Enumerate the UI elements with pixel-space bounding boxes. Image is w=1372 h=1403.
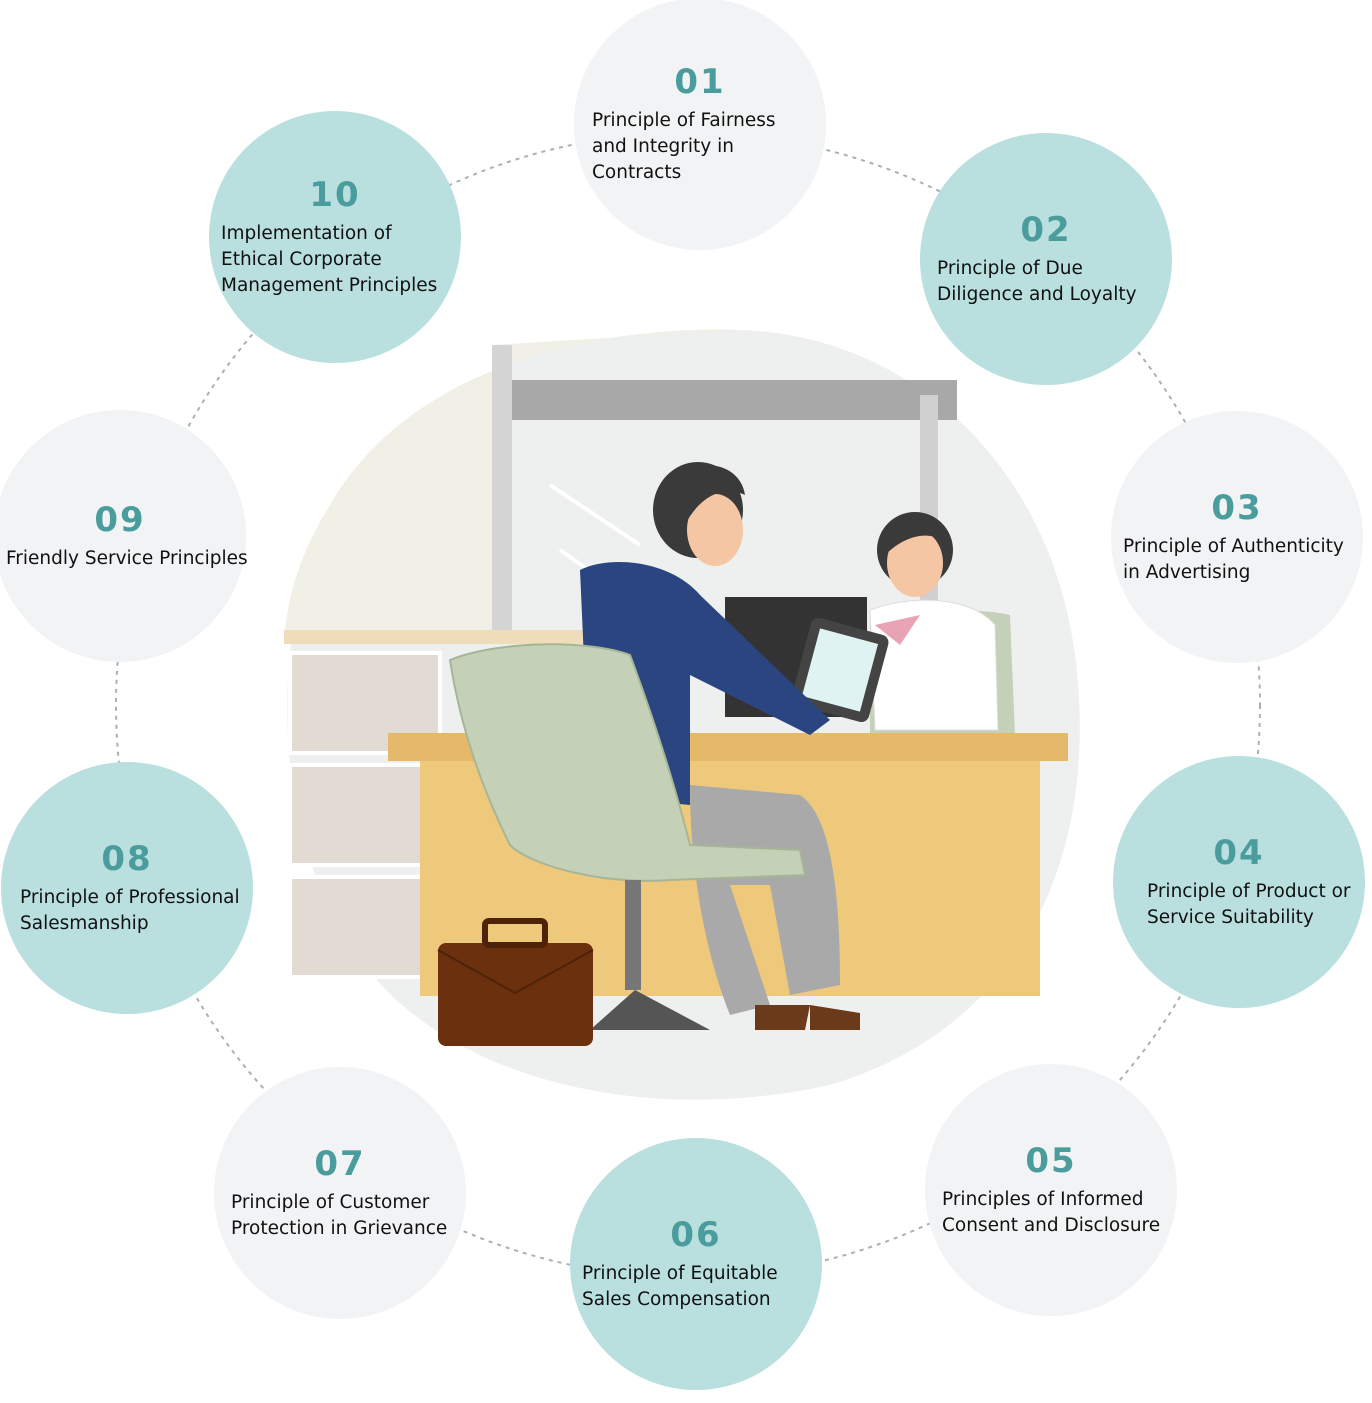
principle-node-01: 01 Principle of Fairness and Integrity i… [574, 0, 826, 250]
principle-label: Principle of Equitable Sales Compensatio… [582, 1263, 778, 1310]
principle-label: Principle of Due Diligence and Loyalty [937, 258, 1137, 305]
principle-number: 03 [1211, 488, 1263, 528]
principle-node-02: 02 Principle of Due Diligence and Loyalt… [920, 133, 1172, 385]
principle-label: Principle of Professional Salesmanship [20, 887, 240, 934]
principle-number: 06 [670, 1215, 722, 1255]
principle-label: Friendly Service Principles [6, 548, 248, 569]
principle-label: Principle of Product or Service Suitabil… [1147, 881, 1351, 928]
principle-number: 01 [674, 62, 726, 102]
principle-label: Principles of Informed Consent and Discl… [942, 1189, 1161, 1236]
office-consultation-illustration [284, 329, 1080, 1100]
principle-number: 08 [101, 839, 153, 879]
principle-node-06: 06 Principle of Equitable Sales Compensa… [570, 1138, 822, 1390]
principle-label: Implementation of Ethical Corporate Mana… [221, 223, 438, 296]
principle-number: 02 [1020, 210, 1072, 250]
principle-label: Principle of Customer Protection in Grie… [231, 1192, 448, 1239]
principle-node-08: 08 Principle of Professional Salesmanshi… [1, 762, 253, 1014]
principle-label: Principle of Fairness and Integrity in C… [592, 110, 776, 183]
principle-number: 04 [1213, 833, 1265, 873]
principle-node-04: 04 Principle of Product or Service Suita… [1113, 756, 1365, 1008]
principle-node-09: 09 Friendly Service Principles [0, 410, 248, 662]
principle-node-07: 07 Principle of Customer Protection in G… [214, 1067, 466, 1319]
principle-number: 07 [314, 1144, 366, 1184]
principle-node-10: 10 Implementation of Ethical Corporate M… [209, 111, 461, 363]
principle-node-05: 05 Principles of Informed Consent and Di… [925, 1064, 1177, 1316]
principle-number: 10 [309, 175, 361, 215]
principle-node-03: 03 Principle of Authenticity in Advertis… [1111, 411, 1363, 663]
principle-number: 05 [1025, 1141, 1077, 1181]
principle-number: 09 [94, 500, 146, 540]
principle-label: Principle of Authenticity in Advertising [1123, 536, 1344, 583]
